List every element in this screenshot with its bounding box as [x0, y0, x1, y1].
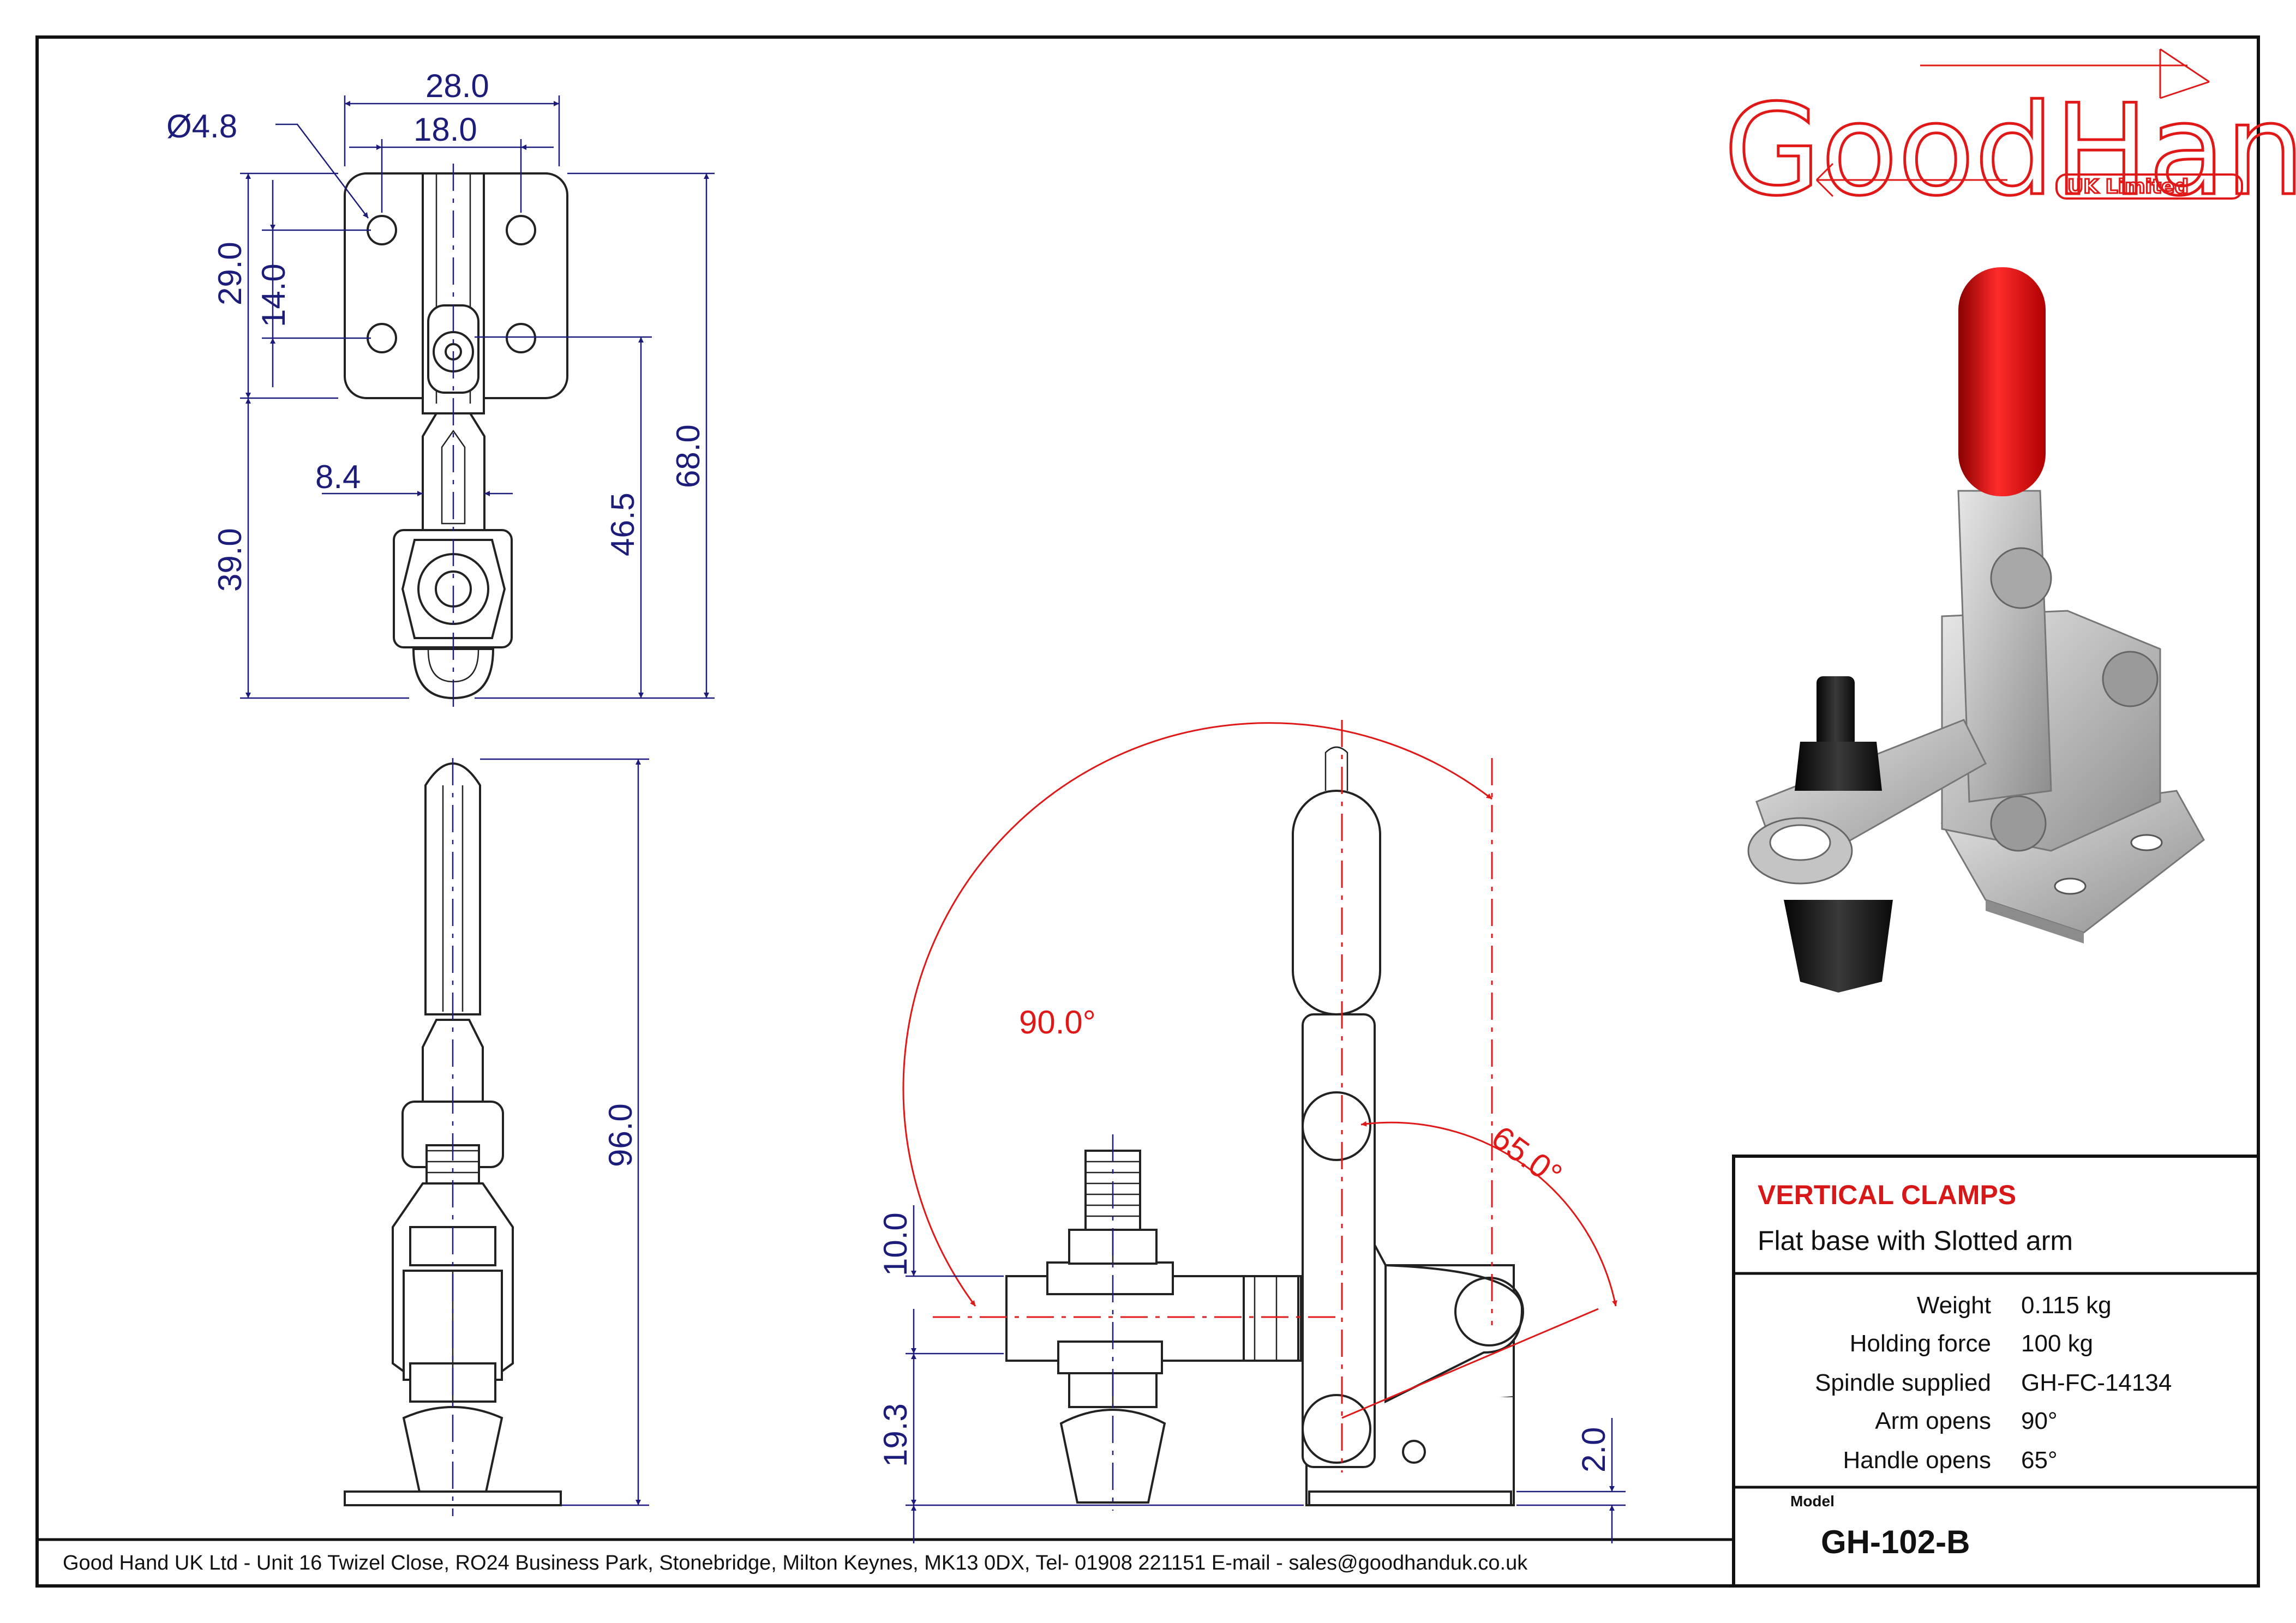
- product-subtitle: Flat base with Slotted arm: [1758, 1225, 2073, 1256]
- dim-arm-height: 19.3: [877, 1403, 914, 1467]
- dim-overall-width: 28.0: [425, 68, 489, 104]
- angle-handle-opens: 65.0°: [1485, 1119, 1568, 1193]
- dim-hole-spacing-x: 18.0: [413, 111, 477, 148]
- dim-base-length: 29.0: [212, 242, 248, 305]
- spec-label-holding-force: Holding force: [1850, 1330, 1991, 1357]
- dim-overall-length: 68.0: [670, 424, 706, 488]
- top-view: [344, 172, 568, 700]
- top-view-dimensions: [240, 95, 715, 709]
- dim-arm-width: 8.4: [315, 459, 361, 495]
- spec-value-arm-opens: 90°: [2021, 1408, 2058, 1434]
- angle-arm-opens: 90.0°: [1019, 1004, 1096, 1041]
- clamp-3d-render: [1747, 267, 2205, 993]
- model-number: GH-102-B: [1821, 1524, 1970, 1560]
- spec-label-spindle: Spindle supplied: [1815, 1369, 1991, 1396]
- side-view-dimensions: 10.0 19.3 2.0: [877, 1205, 1626, 1543]
- top-view-dimension-labels: 28.0 18.0 Ø4.8 29.0 14.0 39.0 8.4 46.5 6…: [166, 68, 706, 592]
- dim-hole-diameter: Ø4.8: [166, 108, 237, 145]
- front-view-dimensions: 96.0: [480, 758, 649, 1506]
- title-block: VERTICAL CLAMPS Flat base with Slotted a…: [1732, 1155, 2260, 1588]
- spec-label-weight: Weight: [1917, 1292, 1991, 1319]
- dim-overall-height: 96.0: [602, 1103, 639, 1167]
- dim-pivot-to-arm-end: 46.5: [604, 492, 641, 556]
- dim-hole-spacing-y: 14.0: [255, 263, 292, 327]
- front-view: [344, 758, 562, 1516]
- spec-label-arm-opens: Arm opens: [1875, 1408, 1991, 1434]
- dim-arm-length: 39.0: [212, 528, 248, 592]
- spec-value-spindle: GH-FC-14134: [2021, 1369, 2172, 1396]
- sheet-frame: [35, 35, 2260, 1588]
- spec-label-handle-opens: Handle opens: [1843, 1447, 1991, 1474]
- product-category: VERTICAL CLAMPS: [1758, 1180, 2016, 1210]
- spec-value-weight: 0.115 kg: [2021, 1292, 2112, 1319]
- spec-value-holding-force: 100 kg: [2021, 1330, 2093, 1357]
- dim-base-thickness: 2.0: [1575, 1427, 1612, 1472]
- dim-spindle-above: 10.0: [877, 1212, 914, 1276]
- footer-address: Good Hand UK Ltd - Unit 16 Twizel Close,…: [63, 1552, 1528, 1574]
- spec-value-handle-opens: 65°: [2021, 1447, 2058, 1474]
- logo-uk-limited: UK Limited: [2067, 176, 2189, 198]
- model-label: Model: [1790, 1493, 1835, 1510]
